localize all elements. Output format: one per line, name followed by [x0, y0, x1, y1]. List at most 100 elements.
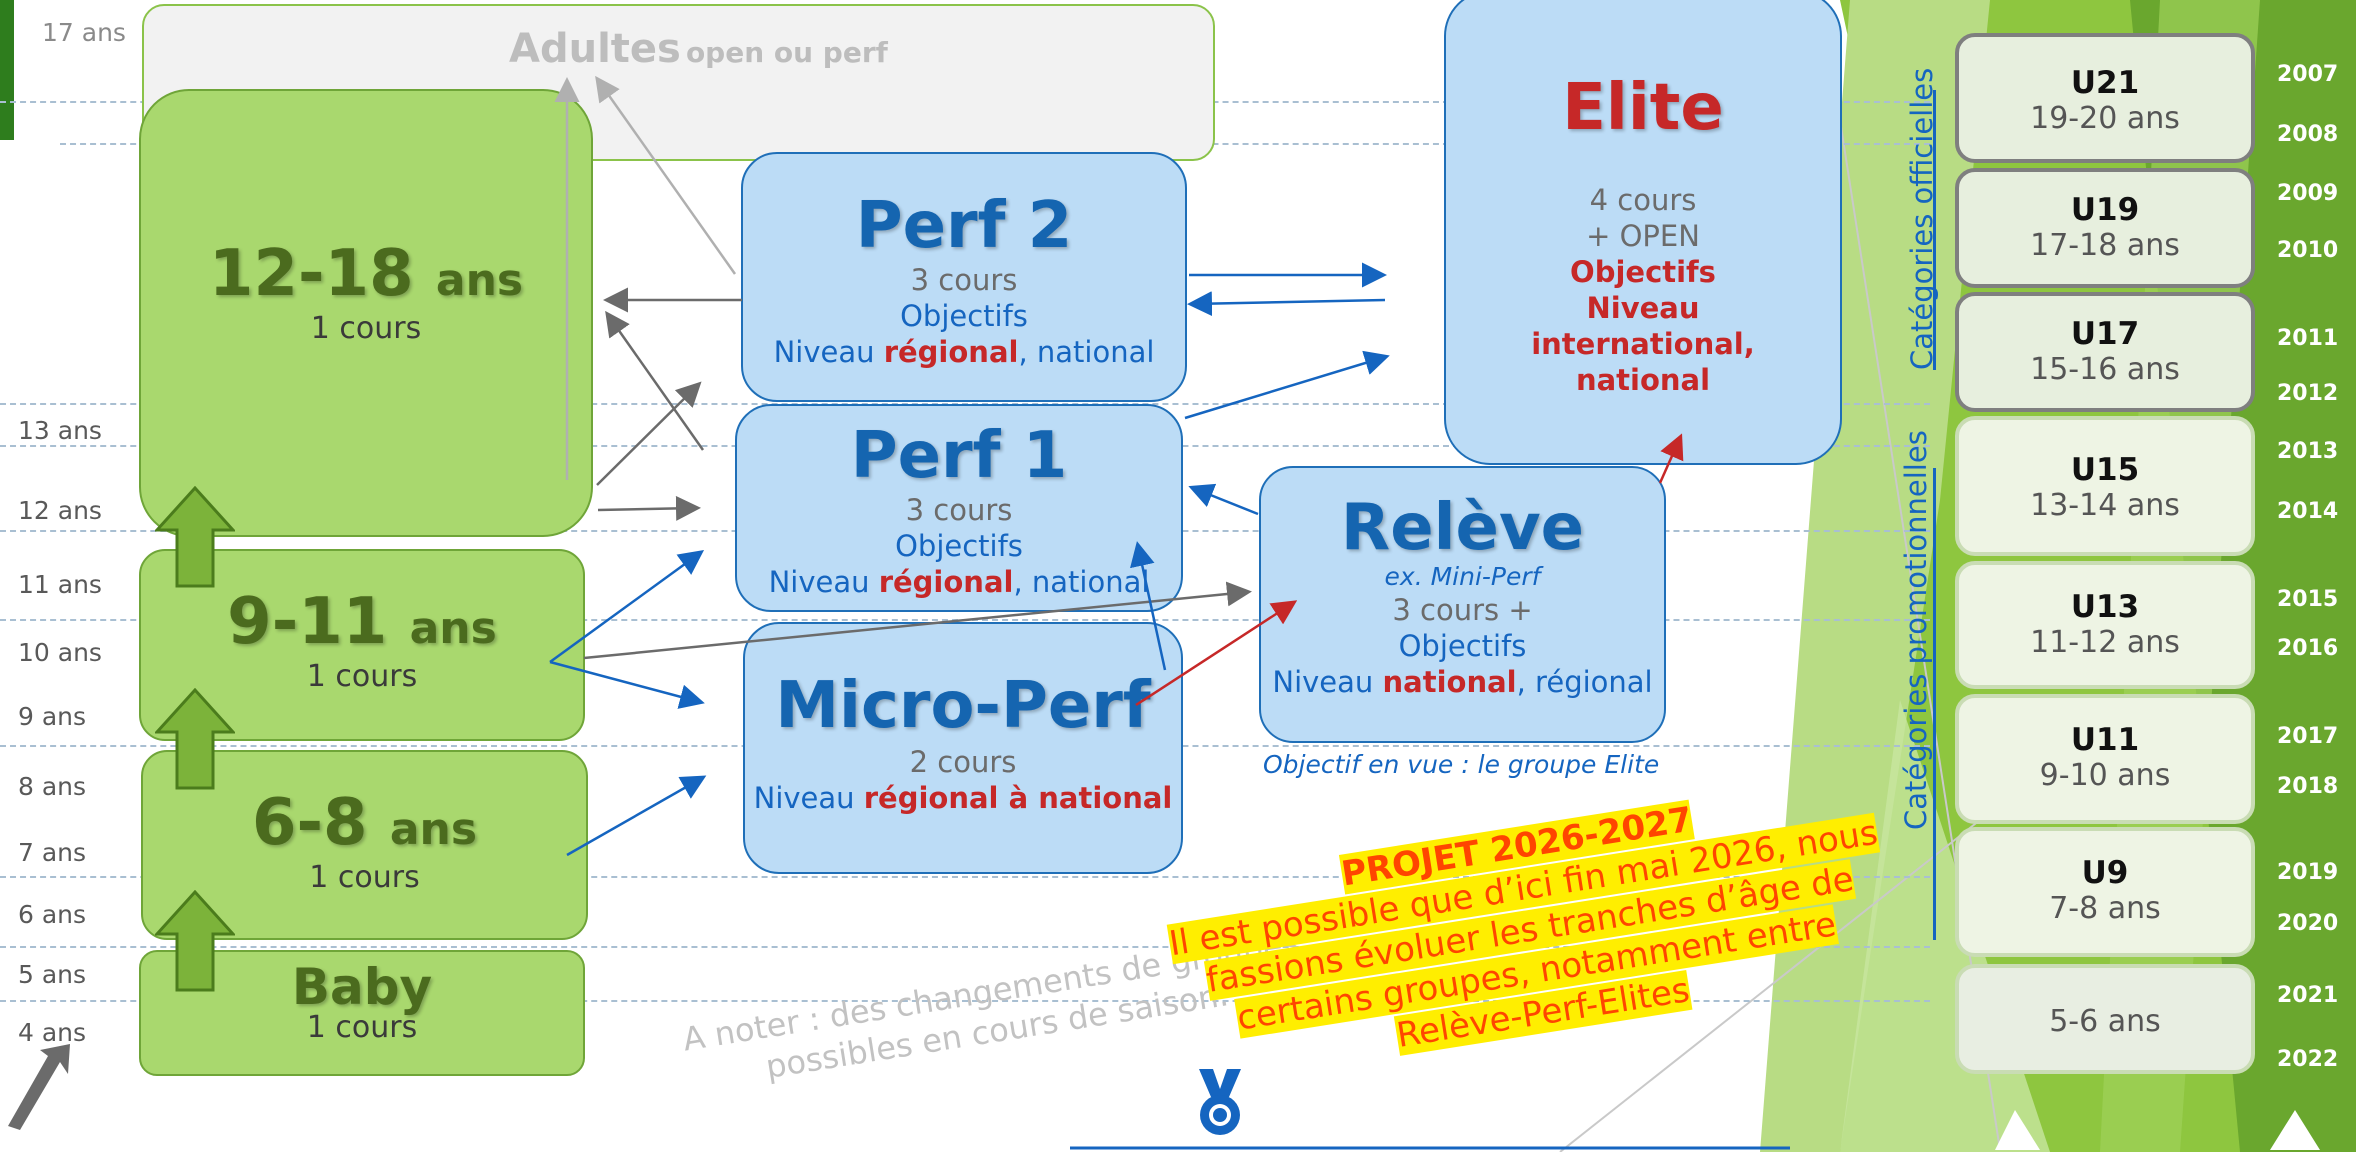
year-label: 2019	[2277, 860, 2339, 885]
age-label: 10 ans	[18, 638, 102, 667]
category-card-u21: U21 19-20 ans	[1955, 33, 2255, 163]
group-9-11-title: 9-11	[227, 585, 388, 659]
category-card-u15: U15 13-14 ans	[1955, 416, 2255, 556]
category-u: U17	[2070, 316, 2140, 352]
elite-title: Elite	[1562, 71, 1724, 145]
age-label: 6 ans	[18, 900, 87, 929]
releve-example: ex. Mini-Perf	[1384, 562, 1541, 591]
category-card-u17: U17 15-16 ans	[1955, 292, 2255, 412]
age-label: 5 ans	[18, 960, 87, 989]
group-9-11-unit: ans	[409, 603, 497, 654]
year-label: 2012	[2277, 381, 2339, 406]
perf2-cours: 3 cours	[910, 263, 1018, 297]
year-label: 2017	[2277, 724, 2339, 749]
adultes-sub: open ou perf	[685, 36, 888, 69]
year-label: 2011	[2277, 326, 2339, 351]
perf2-level-a: Niveau	[773, 335, 884, 369]
perf2-box: Perf 2 3 cours Objectifs Niveau régional…	[741, 152, 1187, 402]
category-ages: 17-18 ans	[2030, 228, 2180, 263]
category-ages: 13-14 ans	[2030, 488, 2180, 523]
category-u: U11	[2070, 722, 2140, 758]
category-u: U21	[2070, 65, 2140, 101]
category-card-u19: U19 17-18 ans	[1955, 168, 2255, 288]
elite-box: Elite 4 cours + OPEN Objectifs Niveau in…	[1444, 0, 1842, 465]
category-card-u11: U11 9-10 ans	[1955, 694, 2255, 824]
medal-icon	[1199, 1069, 1241, 1135]
year-label: 2014	[2277, 499, 2339, 524]
releve-level-a: Niveau	[1272, 665, 1383, 699]
age-label: 9 ans	[18, 702, 87, 731]
group-12-18-unit: ans	[435, 255, 524, 306]
year-label: 2020	[2277, 911, 2339, 936]
side-label-promotionnelles-text: Catégories promotionnelles	[1899, 430, 1933, 830]
officielles-bracket	[1933, 90, 1936, 370]
category-ages: 11-12 ans	[2030, 625, 2180, 660]
perf1-cours: 3 cours	[905, 493, 1013, 527]
releve-box: Relève ex. Mini-Perf 3 cours + Objectifs…	[1259, 466, 1666, 743]
group-9-11-sub: 1 cours	[306, 659, 418, 694]
releve-note: Objectif en vue : le groupe Elite	[1263, 750, 1660, 779]
micro-perf-level-a: Niveau	[753, 781, 864, 815]
perf1-level-b: régional	[878, 565, 1014, 599]
year-label: 2007	[2277, 62, 2339, 87]
age-label: 11 ans	[18, 570, 102, 599]
side-label-officielles-text: Catégories officielles	[1905, 67, 1939, 370]
group-6-8-unit: ans	[389, 804, 478, 855]
micro-perf-box: Micro-Perf 2 cours Niveau régional à nat…	[743, 622, 1183, 874]
category-u: U13	[2070, 589, 2140, 625]
group-baby-sub: 1 cours	[306, 1010, 418, 1045]
category-card-u9: U9 7-8 ans	[1955, 827, 2255, 957]
releve-level-c: , régional	[1516, 665, 1653, 699]
group-12-18-sub: 1 cours	[310, 311, 422, 346]
up-arrow-icon	[155, 890, 235, 992]
year-label: 2016	[2277, 636, 2339, 661]
year-label: 2015	[2277, 587, 2339, 612]
group-12-18-box: 12-18 ans 1 cours	[139, 89, 593, 537]
elite-objectifs: Objectifs	[1570, 255, 1716, 289]
releve-level-b: national	[1382, 665, 1517, 699]
promotionnelles-bracket	[1933, 468, 1936, 940]
adultes-title: Adultes	[509, 26, 681, 72]
category-ages: 9-10 ans	[2039, 758, 2171, 793]
elite-open: + OPEN	[1586, 219, 1700, 253]
up-arrow-icon	[155, 486, 235, 588]
age-label: 8 ans	[18, 772, 87, 801]
category-card-5-6: 5-6 ans	[1955, 964, 2255, 1074]
perf1-level-a: Niveau	[768, 565, 879, 599]
category-ages: 19-20 ans	[2030, 101, 2180, 136]
group-12-18-title: 12-18	[208, 237, 414, 311]
year-label: 2010	[2277, 238, 2339, 263]
group-baby-title: Baby	[291, 958, 433, 1016]
category-card-u13: U13 11-12 ans	[1955, 561, 2255, 689]
perf2-title: Perf 2	[855, 189, 1073, 263]
micro-perf-level-b: régional à national	[863, 781, 1173, 815]
up-arrow-icon	[155, 688, 235, 790]
perf1-title: Perf 1	[850, 419, 1068, 493]
year-label: 2021	[2277, 983, 2339, 1008]
age-label: 7 ans	[18, 838, 87, 867]
micro-perf-title: Micro-Perf	[775, 669, 1151, 743]
age-label: 12 ans	[18, 496, 102, 525]
group-6-8-sub: 1 cours	[309, 860, 420, 895]
elite-level: Niveau international, national	[1531, 291, 1755, 397]
year-label: 2022	[2277, 1047, 2339, 1072]
category-u: U19	[2070, 192, 2140, 228]
age-label: 4 ans	[18, 1018, 87, 1047]
year-label: 2018	[2277, 774, 2339, 799]
category-ages: 15-16 ans	[2030, 352, 2180, 387]
micro-perf-cours: 2 cours	[909, 745, 1017, 779]
category-ages: 7-8 ans	[2049, 891, 2161, 926]
age-label: 17 ans	[42, 18, 126, 47]
perf2-level-b: régional	[883, 335, 1019, 369]
year-label: 2009	[2277, 181, 2339, 206]
category-ages: 5-6 ans	[2049, 1004, 2161, 1039]
perf1-box: Perf 1 3 cours Objectifs Niveau régional…	[735, 404, 1183, 612]
group-6-8-title: 6-8	[251, 786, 368, 860]
perf2-objectifs: Objectifs	[900, 299, 1028, 333]
category-u: U15	[2070, 452, 2140, 488]
perf1-level-c: , national	[1013, 565, 1150, 599]
releve-objectifs: Objectifs	[1398, 629, 1527, 663]
releve-cours: 3 cours +	[1392, 593, 1533, 627]
elite-cours: 4 cours	[1589, 183, 1697, 217]
